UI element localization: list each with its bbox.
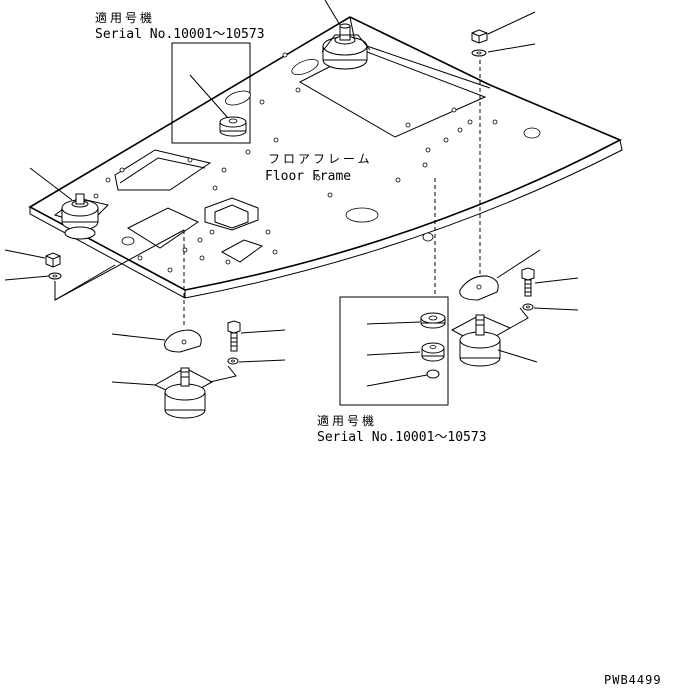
right-nut-washer [471, 11, 536, 57]
bottom-serial-en-label: Serial No.10001～10573 [317, 430, 487, 445]
left-bolt [227, 320, 286, 365]
left-mount [111, 365, 237, 419]
leader-lines [29, 0, 341, 301]
floor-frame-plate [28, 16, 623, 299]
left-nut-washer [4, 229, 185, 301]
top-serial-jp-label: 適用号機 [95, 10, 155, 25]
bottom-serial-jp-label: 適用号機 [317, 413, 377, 428]
right-plate-washer [459, 249, 541, 301]
left-plate-washer [111, 329, 202, 353]
left-mount-on-plate [53, 193, 109, 240]
top-serial-inset [171, 42, 251, 144]
rear-mount-on-plate [321, 23, 371, 70]
floor-frame-en-label: Floor Frame [265, 169, 351, 184]
top-serial-en-label: Serial No.10001～10573 [95, 27, 265, 42]
assembly-centerlines [183, 60, 481, 325]
right-bolt [521, 267, 579, 311]
floor-frame-jp-label: フロアフレーム [268, 152, 373, 166]
right-mount [450, 307, 538, 367]
drawing-code: PWB4499 [604, 673, 662, 687]
bottom-serial-inset [339, 296, 449, 406]
